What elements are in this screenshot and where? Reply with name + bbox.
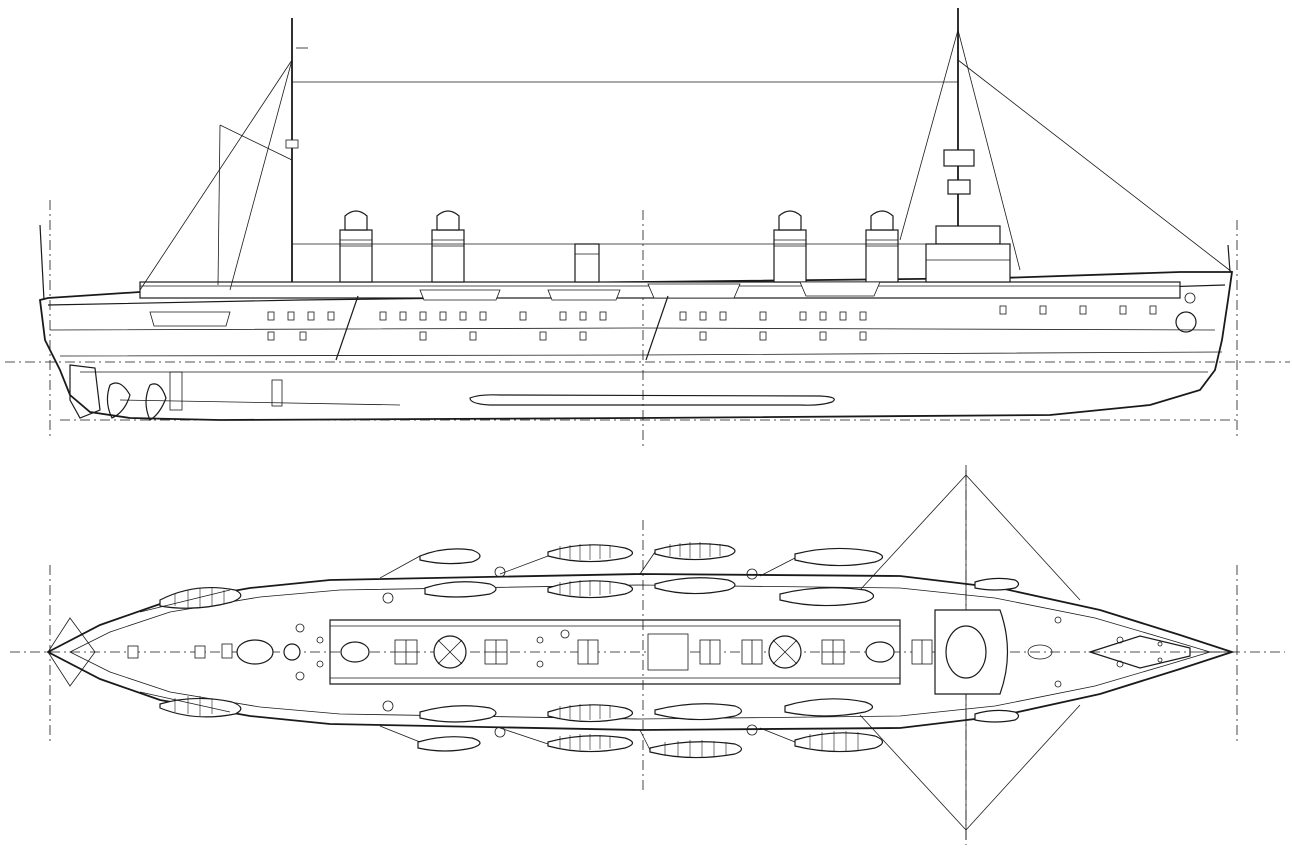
plan-davit-lines <box>139 551 796 751</box>
plan-skylights <box>394 633 933 671</box>
plan-boats-port <box>159 543 1020 609</box>
plan-superstructure <box>329 619 901 685</box>
funnels <box>339 210 899 283</box>
ladder-mid <box>645 295 669 361</box>
boat-1 <box>419 548 481 565</box>
boat-6 <box>794 547 884 567</box>
armor-belt-waterline <box>59 351 1223 357</box>
boat-7 <box>779 587 875 607</box>
boat-20 <box>974 709 1020 723</box>
boat-17 <box>784 698 874 717</box>
armor-belt-top <box>49 327 1216 331</box>
funnel-3 <box>773 210 807 283</box>
shaft-bracket-fwd <box>271 379 283 407</box>
plan-bridge <box>934 609 1053 695</box>
plan-deck-fittings <box>295 566 1062 738</box>
mast-aft <box>139 18 308 291</box>
jack-staff <box>1227 244 1231 273</box>
plan-boats-starboard-hatching <box>174 696 859 758</box>
shaft-line <box>119 399 401 406</box>
bilge-keel <box>469 394 835 406</box>
boat-19 <box>159 697 242 718</box>
plan-bow-fittings <box>1088 635 1232 669</box>
ensign-staff <box>39 224 45 301</box>
boat-11 <box>419 705 497 723</box>
hawse-pipe <box>1175 311 1197 333</box>
profile-view <box>5 8 1290 450</box>
plan-aft-turret <box>127 639 301 665</box>
boat-9 <box>159 586 242 609</box>
plan-funnel-tops <box>340 635 895 669</box>
propeller-center <box>145 383 167 421</box>
boat-10 <box>974 577 1020 591</box>
funnel-2 <box>431 210 465 283</box>
plan-boats-port-hatching <box>174 542 721 608</box>
boat-8 <box>424 581 497 598</box>
funnel-4 <box>865 210 899 283</box>
bridge <box>925 225 1011 283</box>
boat-4 <box>654 543 736 561</box>
ladder-aft <box>335 295 359 361</box>
funnel-1 <box>339 210 373 283</box>
profile-boats <box>149 281 881 327</box>
propeller-outboard <box>106 382 131 419</box>
boat-16 <box>649 741 743 759</box>
boat-18 <box>794 732 884 753</box>
fore-stays <box>859 474 1081 831</box>
boat-5 <box>654 577 736 595</box>
ventilator-midships <box>574 243 600 283</box>
boat-12 <box>417 736 481 752</box>
stern-rigging <box>47 617 96 687</box>
shaft-bracket <box>169 371 183 411</box>
plan-view <box>10 465 1285 845</box>
portholes-row <box>267 305 1157 341</box>
rudder <box>69 364 101 419</box>
mast-fore <box>899 8 1233 273</box>
anchor-port <box>1184 292 1196 304</box>
boat-15 <box>654 703 743 721</box>
